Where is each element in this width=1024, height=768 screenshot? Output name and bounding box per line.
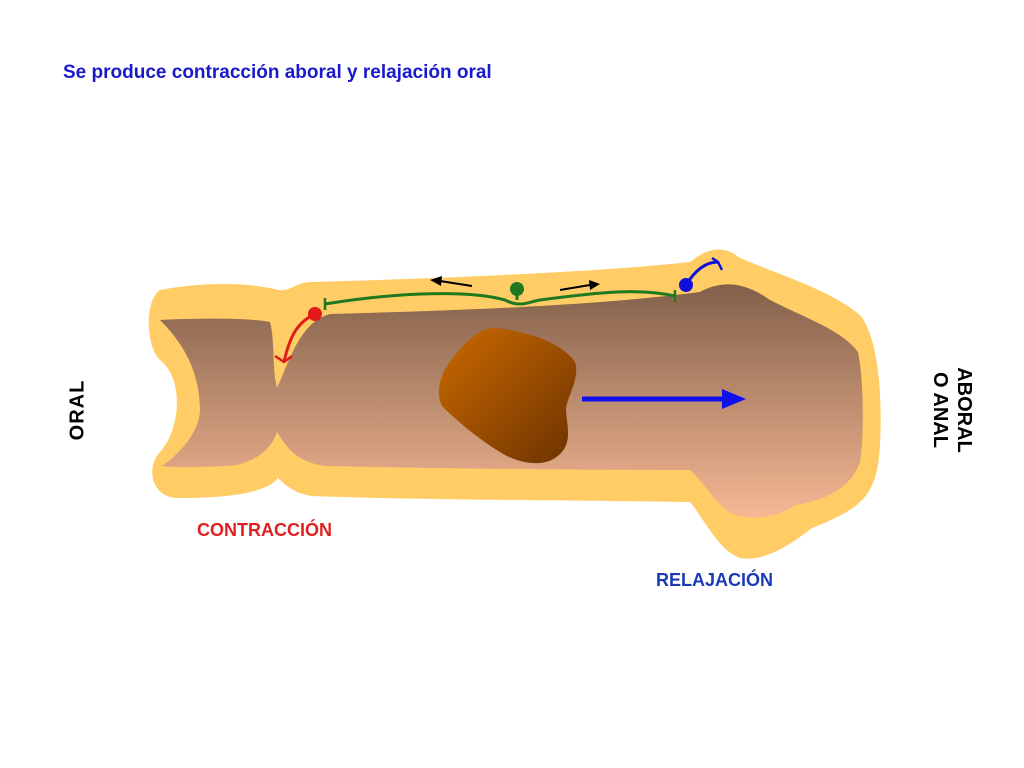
relaxation-label: RELAJACIÓN (656, 570, 774, 590)
contraction-neuron (274, 307, 322, 364)
interneuron (323, 282, 677, 310)
oral-label: ORAL (66, 379, 89, 441)
movement-arrow (582, 389, 746, 409)
signal-arrow-aboral (559, 280, 600, 291)
aboral-label: ABORAL O ANAL (928, 367, 976, 453)
relaxation-neuron (679, 256, 724, 292)
slide-title: Se produce contracción aboral y relajaci… (63, 62, 492, 83)
contraction-label: CONTRACCIÓN (197, 520, 332, 540)
food-bolus (438, 328, 577, 464)
signal-arrow-oral (430, 276, 473, 287)
aboral-label-line1: ABORAL (953, 367, 975, 453)
aboral-label-line2: O ANAL (929, 372, 951, 448)
